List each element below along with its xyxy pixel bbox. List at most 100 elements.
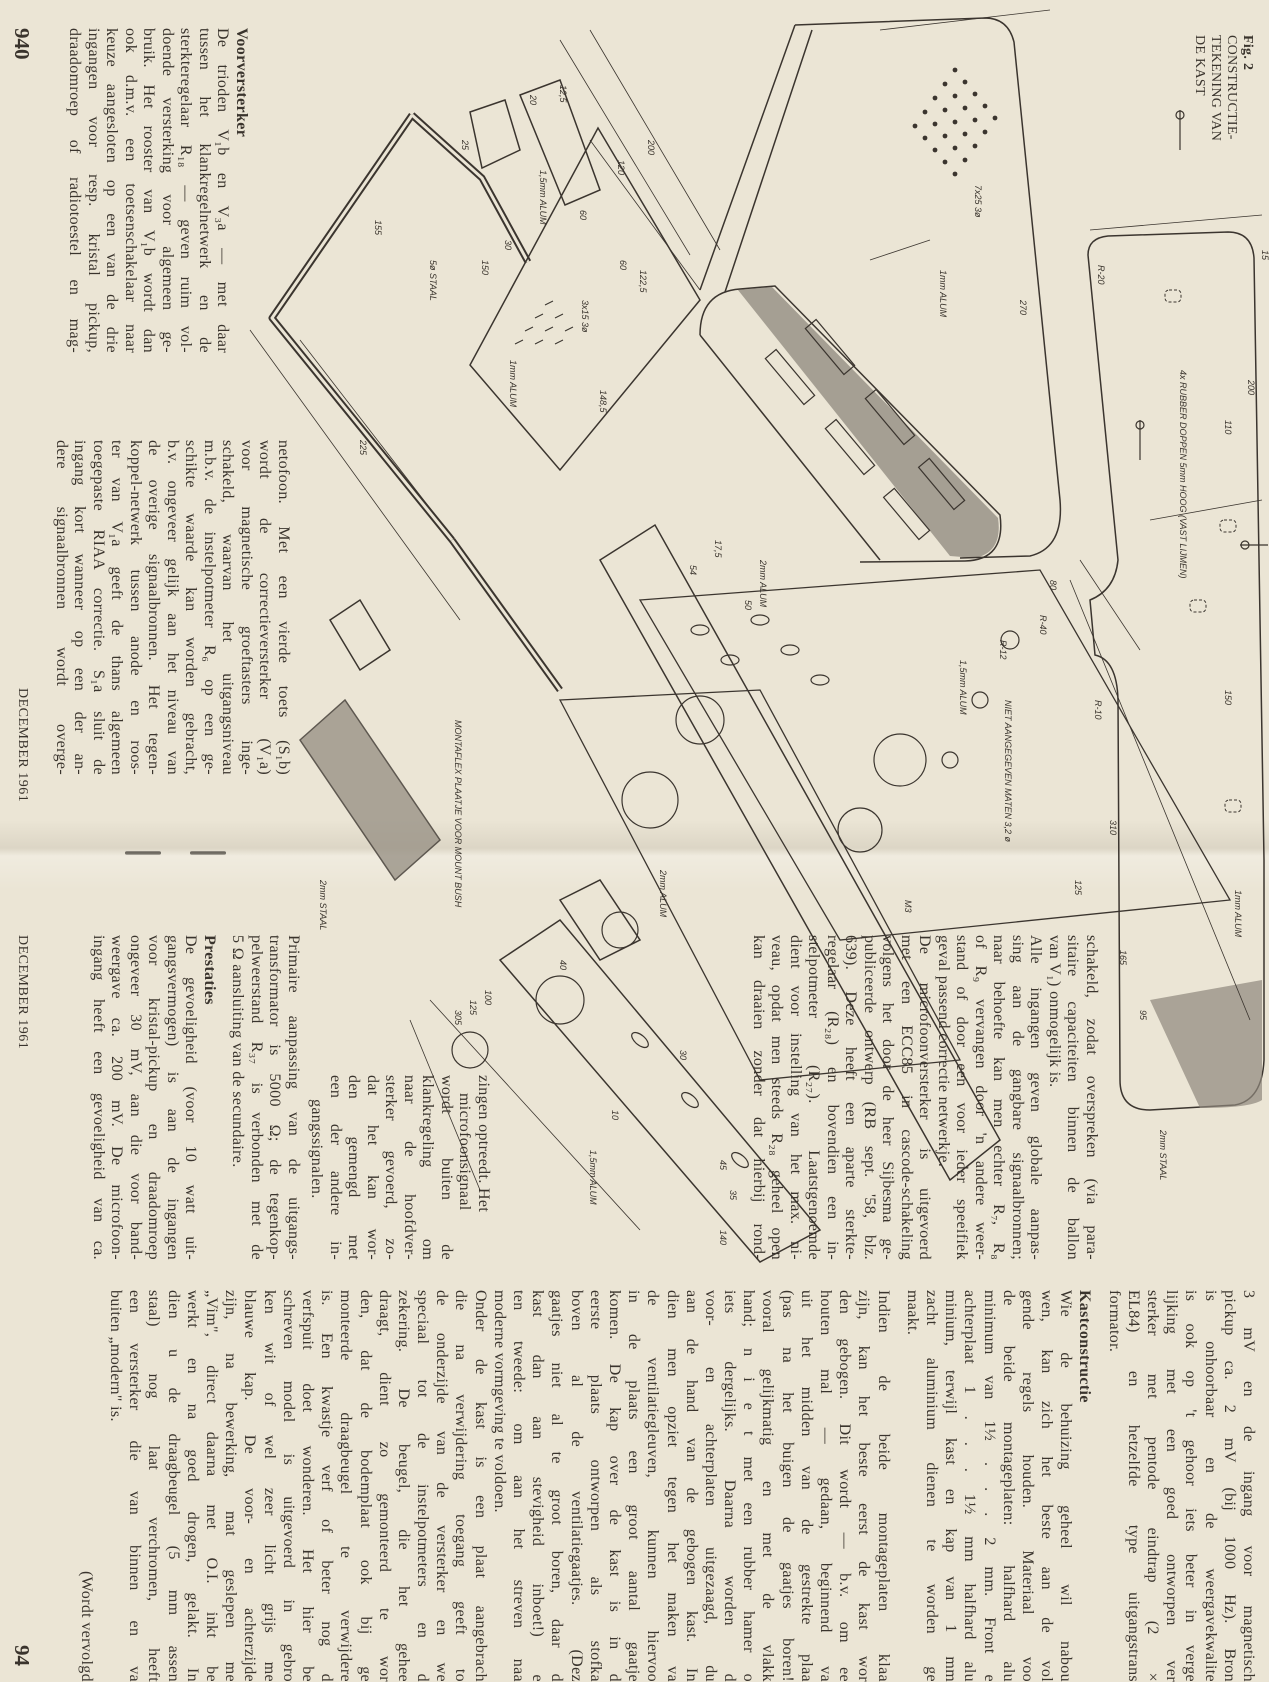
text-line: microfoonsignaal (456, 1093, 474, 1211)
text-line: verfspuit doet wonderen. Het hier be (299, 1290, 316, 1682)
dimension-label: 305 (453, 1010, 463, 1026)
text-line: is ook op 't gehoor iets beter in verge (1182, 1290, 1200, 1682)
text-line: regelaar (R₂₈) en bovendien een in- (824, 935, 841, 1260)
text-line: aan de hand van de gebogen kast. In (682, 1290, 700, 1682)
text-line: maakt. (903, 1290, 921, 1336)
dimension-label: 50 (743, 600, 753, 610)
text-line: hand; n i e t met een rubber hamer o (740, 1290, 758, 1682)
text-line: De microfoonversterker is uitgevoerd (916, 935, 934, 1260)
text-line: schakeld, waarvan het uitgangsniveau (219, 440, 237, 775)
text-line: sterker gevoerd, zo- (382, 1075, 400, 1260)
text-line: den, dat de bodemplaat ook bij ge (356, 1290, 374, 1682)
radius-label: R-10 (1093, 700, 1103, 720)
dimension-label: 125 (468, 1000, 478, 1016)
plate-holes (451, 614, 1020, 1069)
dimension-label: 12,5 (558, 85, 568, 104)
text-line: keuze aangesloten op een van de drie (103, 28, 121, 353)
material-label: 5ø STAAL (428, 260, 438, 301)
text-line: kan draaien zonder dat hierbij rond- (750, 935, 767, 1260)
material-label: 1,5mm ALUM (958, 660, 968, 715)
text-line: stelpotmeter (R₂₇). Laatstgenoemde (805, 935, 823, 1260)
text-line: zijn, kan het beste eerst de kast wor (855, 1290, 873, 1682)
dimension-label: 60 (578, 210, 588, 220)
dimension-label: 148,5 (598, 390, 608, 414)
text-line: zacht aluminium dienen te worden ge (923, 1290, 940, 1682)
dimension-label: 10 (610, 1110, 620, 1120)
text-line: Onder de kast is een plaat aangebrach (471, 1290, 489, 1682)
text-line: sing aan de gangbare signaalbronnen; (1009, 935, 1026, 1260)
text-line: voor magnetische groeftasters inge- (238, 440, 255, 775)
dimension-label: 125 (1073, 880, 1083, 896)
text-line: bruik. Het rooster van V₁b wordt dan (140, 28, 158, 353)
page-number-right: 94 (10, 1645, 34, 1666)
dimension-lines (249, 9, 1263, 1231)
text-line: de beide montageplaten: halfhard alu (999, 1290, 1017, 1682)
text-line: dien men opziet tegen het maken va (663, 1290, 681, 1682)
text-line: sterkteregelaar R₁₈ — geven ruim vol- (177, 28, 195, 353)
text-line: lijking met een goed ontworpen ver (1163, 1290, 1181, 1682)
text-line: dat het kan wor- (364, 1075, 381, 1260)
staple (190, 851, 226, 855)
screws (1135, 110, 1268, 550)
text-line: ingang kort wanneer op een der an- (71, 440, 89, 775)
text-line: een versterker die van binnen en va (126, 1290, 144, 1682)
text-line: volgens het door de heer Sijbesma ge- (879, 935, 897, 1260)
tray-shaded-end (1150, 980, 1262, 1108)
text-line: naar de hoofdver- (401, 1075, 418, 1260)
text-line: 3 mV en de ingang voor magnetisch (1240, 1290, 1257, 1682)
front-plate (598, 523, 1001, 1182)
text-line: klankregeling om (419, 1075, 437, 1260)
text-line: den gemengd met (345, 1075, 363, 1260)
dimension-label: 60 (618, 260, 628, 270)
text-line: iets dergelijks. Daarna worden d (721, 1290, 739, 1682)
text-line: Alle ingangen geven globale aanpas- (1027, 935, 1045, 1260)
general-dimension-note: NIET AANGEGEVEN MATEN 3,2 ø (1003, 700, 1013, 843)
dimension-label: 100 (483, 990, 493, 1005)
ventilation-panel (469, 126, 701, 472)
text-line: veau, opdat men steeds R₂₈ geheel open (768, 935, 786, 1260)
caption-line: Fig. 2 (1240, 35, 1255, 71)
left-page-column-2: netofoon. Met een vierde toets (S₁b)word… (52, 440, 292, 775)
section-heading: Voorversterker (233, 28, 250, 138)
text-line: sterker met pentode eindtrap (2 × (1144, 1290, 1162, 1682)
text-line: m.b.v. de instelpotmeter R₆ op een ge- (201, 440, 218, 775)
text-line: boven al de ventilatiegaatjes. (Dez (567, 1290, 585, 1682)
section-heading: Prestaties (201, 935, 218, 1005)
text-line: 639). Deze heeft een aparte sterkte- (842, 935, 860, 1260)
text-line: ingangen voor resp. kristal pickup, (85, 28, 102, 353)
text-line: gangssignalen. (308, 1099, 326, 1199)
text-line: zijn, na bewerking, mat geslepen me (222, 1290, 240, 1682)
text-line: buiten „modern" is. (107, 1290, 125, 1422)
caption-line: TEKENING VAN (1208, 35, 1223, 142)
lower-plate (498, 919, 822, 1263)
footer-date-right: DECEMBER 1961 (15, 935, 30, 1050)
montaflex-note: MONTAFLEX PLAATJE VOOR MOUNT BUSH (453, 720, 463, 908)
text-line: moderne vormgeving te voldoen. (490, 1290, 508, 1513)
text-line: Primaire aanpassing van de uitgangs- (285, 935, 302, 1260)
text-line: schikte waarde kan worden gebracht, (182, 440, 200, 775)
text-line: wordt de correctieversterker (V₁a) (256, 440, 274, 775)
text-line: toegepaste RIAA correctie. S₁a sluit de (90, 440, 107, 775)
text-line: (Wordt vervolgd (77, 1570, 95, 1682)
text-line: uit het midden van de gestrekte plaa (797, 1290, 815, 1682)
text-line: achterplaat 1 . . . 1½ mm halfhard alu (961, 1290, 979, 1682)
mounting-plate-upper (638, 569, 1232, 941)
hole-spec-label: 3x15 3ø (580, 300, 590, 333)
material-label: 2mm STAAL (318, 879, 328, 930)
text-line: voor- en achterplaten uitgezaagd, du (701, 1290, 719, 1682)
text-line: zekering. De beugel, die het gehee (394, 1290, 412, 1682)
text-line: staal) nog laat verchromen, heeft (145, 1290, 163, 1682)
text-line: doende versterking voor algemeen ge- (159, 28, 176, 353)
radius-label: R-20 (1096, 265, 1106, 285)
text-line: dient voor instelling van het max. ni- (787, 935, 804, 1260)
material-label: 2mm STAAL (1158, 1129, 1168, 1180)
text-line: gende regels houden. Materiaal voo (1018, 1290, 1036, 1682)
text-line: pickup ca. 2 mV (bij 1000 Hz). Bron (1220, 1290, 1238, 1682)
material-label: 1mm ALUM (938, 270, 948, 318)
dimension-label: 35 (728, 1190, 738, 1201)
dimension-label: 17,5 (713, 540, 723, 559)
text-line: transformator is 5000 Ω; de tegenkop- (266, 935, 284, 1260)
dimension-label: 30 (503, 240, 513, 250)
